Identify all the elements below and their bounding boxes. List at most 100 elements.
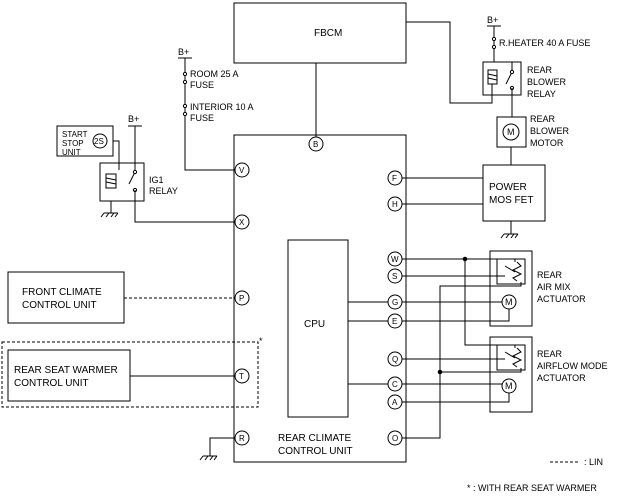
badge-2s-label: 2S bbox=[94, 137, 104, 146]
rear-blower-motor-label-3: MOTOR bbox=[530, 138, 564, 148]
wire-ig1-to-x bbox=[134, 190, 235, 223]
rear-seat-label-2: CONTROL UNIT bbox=[14, 378, 89, 389]
legend-note: * : WITH REAR SEAT WARMER bbox=[467, 483, 597, 493]
front-climate-label-2: CONTROL UNIT bbox=[22, 300, 97, 311]
pin-v-label: V bbox=[239, 166, 245, 175]
rheater-fuse-terminal-bottom bbox=[491, 44, 497, 50]
air-mix-motor-symbol: M bbox=[505, 297, 513, 307]
bplus-label-2: B+ bbox=[128, 114, 139, 124]
pin-h-label: H bbox=[392, 200, 398, 209]
rear-blower-motor-symbol: M bbox=[507, 127, 515, 137]
ig1-relay-box bbox=[99, 162, 145, 202]
room-fuse-terminal-bottom bbox=[182, 79, 188, 85]
bplus-label-1: B+ bbox=[178, 47, 189, 57]
rear-blower-relay-coil-winding bbox=[487, 73, 498, 81]
rear-blower-relay-label-2: BLOWER bbox=[527, 77, 567, 87]
air-mix-wiper bbox=[504, 265, 516, 273]
pin-b-label: B bbox=[313, 140, 318, 149]
pin-t-label: T bbox=[239, 372, 244, 381]
air-mix-actuator-box bbox=[489, 250, 533, 327]
airflow-label-3: ACTUATOR bbox=[537, 373, 586, 383]
rear-blower-motor-icon bbox=[502, 123, 520, 141]
junction-o bbox=[437, 369, 443, 375]
ig1-relay-label-1: IG1 bbox=[149, 175, 164, 185]
pin-w-label: W bbox=[391, 255, 399, 264]
airflow-wiper bbox=[504, 351, 516, 359]
pin-x-label: X bbox=[239, 218, 245, 227]
power-mos-fet-box bbox=[482, 164, 546, 222]
rear-blower-relay-box bbox=[482, 61, 522, 96]
rear-climate-control-unit-box bbox=[233, 134, 407, 463]
pin-q-label: Q bbox=[392, 355, 398, 364]
r-ground-symbol bbox=[199, 455, 218, 461]
rear-blower-relay-label-1: REAR bbox=[527, 65, 553, 75]
power-mos-fet-label-1: POWER bbox=[489, 182, 527, 193]
airflow-label-2: AIRFLOW MODE bbox=[537, 361, 608, 371]
pin-t bbox=[234, 368, 250, 384]
pin-p bbox=[234, 290, 250, 306]
interior-fuse-label-1: INTERIOR 10 A bbox=[190, 102, 254, 112]
interior-fuse-terminal-top bbox=[182, 103, 188, 109]
wire-fuse-to-relay bbox=[493, 50, 513, 72]
wire-o-branch bbox=[440, 368, 522, 373]
airflow-mode-actuator-box bbox=[489, 336, 533, 413]
pin-g-label: G bbox=[392, 298, 398, 307]
air-mix-label-1: REAR bbox=[537, 270, 563, 280]
pin-b bbox=[308, 136, 324, 152]
option-asterisk: * bbox=[259, 336, 263, 346]
pin-r-label: R bbox=[239, 434, 245, 443]
ig1-ground-symbol bbox=[100, 212, 119, 218]
ig1-relay-coil-winding bbox=[105, 177, 117, 185]
rear-blower-relay-label-3: RELAY bbox=[527, 89, 556, 99]
wire-interior-to-v bbox=[184, 120, 235, 171]
pin-p-label: P bbox=[239, 294, 244, 303]
air-mix-resistor bbox=[511, 261, 523, 282]
airflow-motor-symbol: M bbox=[505, 381, 513, 391]
airflow-resistor bbox=[511, 347, 523, 368]
rear-seat-warmer-option-frame bbox=[1, 341, 259, 408]
pin-x bbox=[234, 214, 250, 230]
wire-r-ground bbox=[209, 437, 235, 456]
rear-blower-relay-switch bbox=[505, 71, 513, 85]
rheater-fuse-label: R.HEATER 40 A FUSE bbox=[499, 38, 590, 48]
start-stop-label-2: STOP bbox=[62, 139, 84, 148]
air-mix-potentiometer-box bbox=[496, 258, 526, 285]
rear-blower-relay-coil bbox=[487, 69, 498, 85]
room-fuse-label-1: ROOM 25 A bbox=[190, 69, 239, 79]
air-mix-label-2: AIR MIX bbox=[537, 282, 571, 292]
front-climate-label-1: FRONT CLIMATE bbox=[22, 287, 102, 298]
rear-seat-label-1: REAR SEAT WARMER bbox=[14, 365, 118, 376]
rear-blower-motor-label-2: BLOWER bbox=[530, 126, 570, 136]
cpu-box bbox=[287, 239, 349, 418]
pin-e-label: E bbox=[392, 317, 397, 326]
badge-2s bbox=[92, 133, 108, 149]
fbcm-box bbox=[233, 2, 407, 64]
ig1-relay-coil bbox=[105, 173, 117, 189]
rear-blower-motor-label-1: REAR bbox=[530, 114, 556, 124]
room-fuse-terminal-top bbox=[182, 71, 188, 77]
pin-a-label: A bbox=[392, 398, 398, 407]
interior-fuse-terminal-bottom bbox=[182, 111, 188, 117]
interior-fuse-label-2: FUSE bbox=[190, 113, 214, 123]
legend-lin-label: : LIN bbox=[584, 457, 603, 467]
ig1-relay-contact-top bbox=[132, 169, 138, 175]
bplus-label-3: B+ bbox=[487, 15, 498, 25]
ig1-relay-label-2: RELAY bbox=[149, 186, 178, 196]
airflow-potentiometer-box bbox=[496, 344, 526, 371]
pin-c-label: C bbox=[392, 380, 398, 389]
mosfet-ground-symbol bbox=[500, 233, 519, 239]
pin-v bbox=[234, 162, 250, 178]
rear-blower-relay-contact-top bbox=[509, 69, 515, 75]
wire-e-to-air-mix-motor bbox=[402, 309, 510, 322]
rheater-fuse-terminal-top bbox=[491, 36, 497, 42]
junction-w bbox=[462, 256, 468, 262]
pin-o-label: O bbox=[392, 434, 398, 443]
wire-start-stop-to-ig1 bbox=[113, 140, 120, 170]
power-mos-fet-label-2: MOS FET bbox=[489, 195, 533, 206]
wire-fbcm-to-relay-coil bbox=[406, 21, 493, 104]
rear-climate-label-1: REAR CLIMATE bbox=[278, 433, 351, 444]
room-fuse-label-2: FUSE bbox=[190, 80, 214, 90]
airflow-label-1: REAR bbox=[537, 349, 563, 359]
start-stop-label-1: START bbox=[62, 130, 88, 139]
wire-o-to-actuators bbox=[402, 282, 522, 439]
